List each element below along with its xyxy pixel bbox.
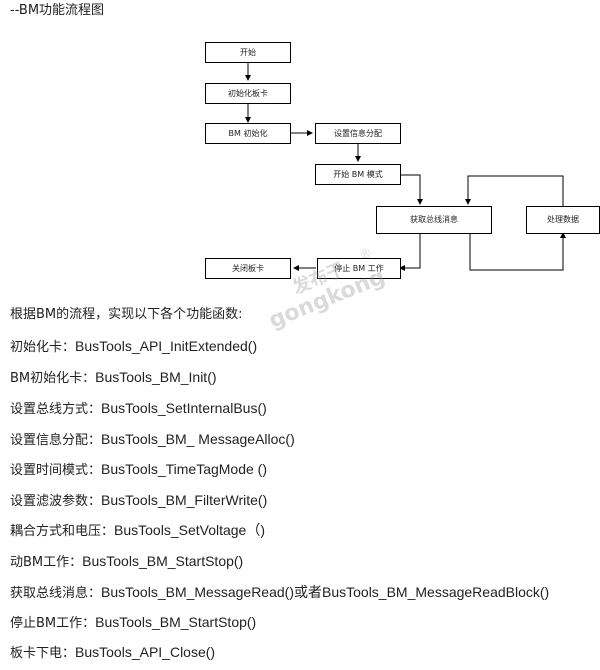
function-label: 设置总线方式： [10,402,102,417]
function-name: BusTools_BM_Init() [95,369,217,385]
arrow-getmsg-stopbm [399,233,421,271]
function-name: BusTools_BM_StartStop() [95,614,257,630]
function-name: BusTools_BM_StartStop() [82,553,244,569]
function-line: 初始化卡：BusTools_API_InitExtended() [10,337,257,357]
function-line: 设置滤波参数：BusTools_BM_FilterWrite() [10,491,267,511]
function-line: 设置总线方式：BusTools_SetInternalBus() [10,399,267,419]
function-label: BM初始化卡： [10,371,96,386]
box-bm-init: BM 初始化 [205,123,291,144]
box-init-board: 初始化板卡 [205,83,291,104]
box-get-msg: 获取总线消息 [376,206,492,234]
function-line: 耦合方式和电压：BusTools_SetVoltage（) [10,521,265,541]
box-close-board: 关闭板卡 [205,258,291,279]
arrow-getmsg-process [469,218,566,271]
function-label: 动BM工作： [10,555,83,570]
function-name: BusTools_BM_ MessageAlloc() [101,431,295,447]
function-line: 设置信息分配：BusTools_BM_ MessageAlloc() [10,430,295,450]
function-line: 动BM工作：BusTools_BM_StartStop() [10,552,243,572]
function-label: 耦合方式和电压： [10,524,115,539]
flowchart-connectors [245,63,566,271]
function-label: 设置信息分配： [10,433,102,448]
function-label: 获取总线消息： [10,586,102,601]
box-process: 处理数据 [526,206,600,234]
function-line: 设置时间模式：BusTools_TimeTagMode () [10,460,267,480]
function-name: BusTools_API_InitExtended() [75,338,258,354]
arrow-process-getmsg [465,175,564,206]
function-name: BusTools_SetInternalBus() [101,400,267,416]
box-msg-alloc: 设置信息分配 [315,123,401,144]
box-start-bm: 开始 BM 模式 [315,164,401,185]
function-line: 板卡下电：BusTools_API_Close() [10,643,215,663]
arrow-startbm-getmsg [400,174,423,205]
function-label: 设置时间模式： [10,463,102,478]
function-label: 初始化卡： [10,340,76,355]
page-heading: --BM功能流程图 [10,3,105,18]
function-name: BusTools_SetVoltage（) [114,522,265,538]
function-name: BusTools_TimeTagMode () [101,461,268,477]
function-line: 获取总线消息：BusTools_BM_MessageRead()或者BusToo… [10,583,549,603]
function-line: 停止BM工作：BusTools_BM_StartStop() [10,613,256,633]
function-label: 板卡下电： [10,646,76,661]
function-name: BusTools_BM_FilterWrite() [101,492,268,508]
intro-text: 根据BM的流程，实现以下各个功能函数: [10,307,243,322]
function-label: 停止BM工作： [10,616,96,631]
function-name: BusTools_API_Close() [75,644,216,660]
box-stop-bm: 停止 BM 工作 [317,258,401,279]
box-start: 开始 [205,42,291,63]
function-name: BusTools_BM_MessageRead()或者BusTools_BM_M… [101,584,550,600]
function-label: 设置滤波参数： [10,494,102,509]
function-line: BM初始化卡：BusTools_BM_Init() [10,368,217,388]
